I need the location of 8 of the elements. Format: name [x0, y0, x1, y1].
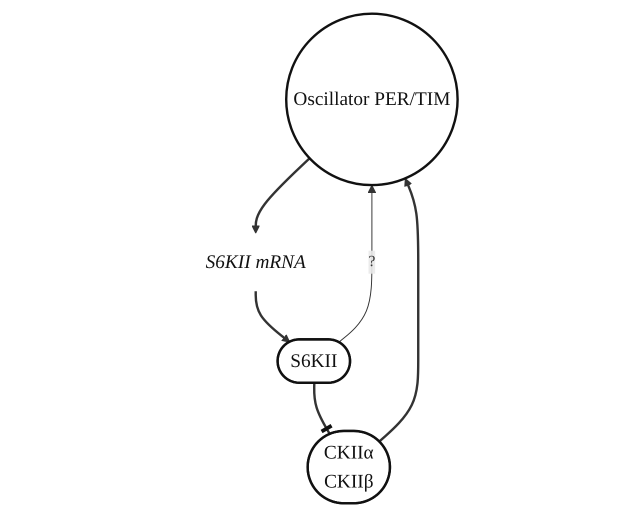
- connector: [312, 383, 332, 435]
- edge-label: ?: [368, 254, 376, 270]
- arrow: [254, 291, 290, 343]
- node-text: S6KII mRNA: [205, 252, 306, 273]
- node-circle: Oscillator PER/TIM: [284, 12, 459, 186]
- arrow: [251, 157, 310, 234]
- arrow: [338, 184, 376, 343]
- arrow: [378, 178, 420, 442]
